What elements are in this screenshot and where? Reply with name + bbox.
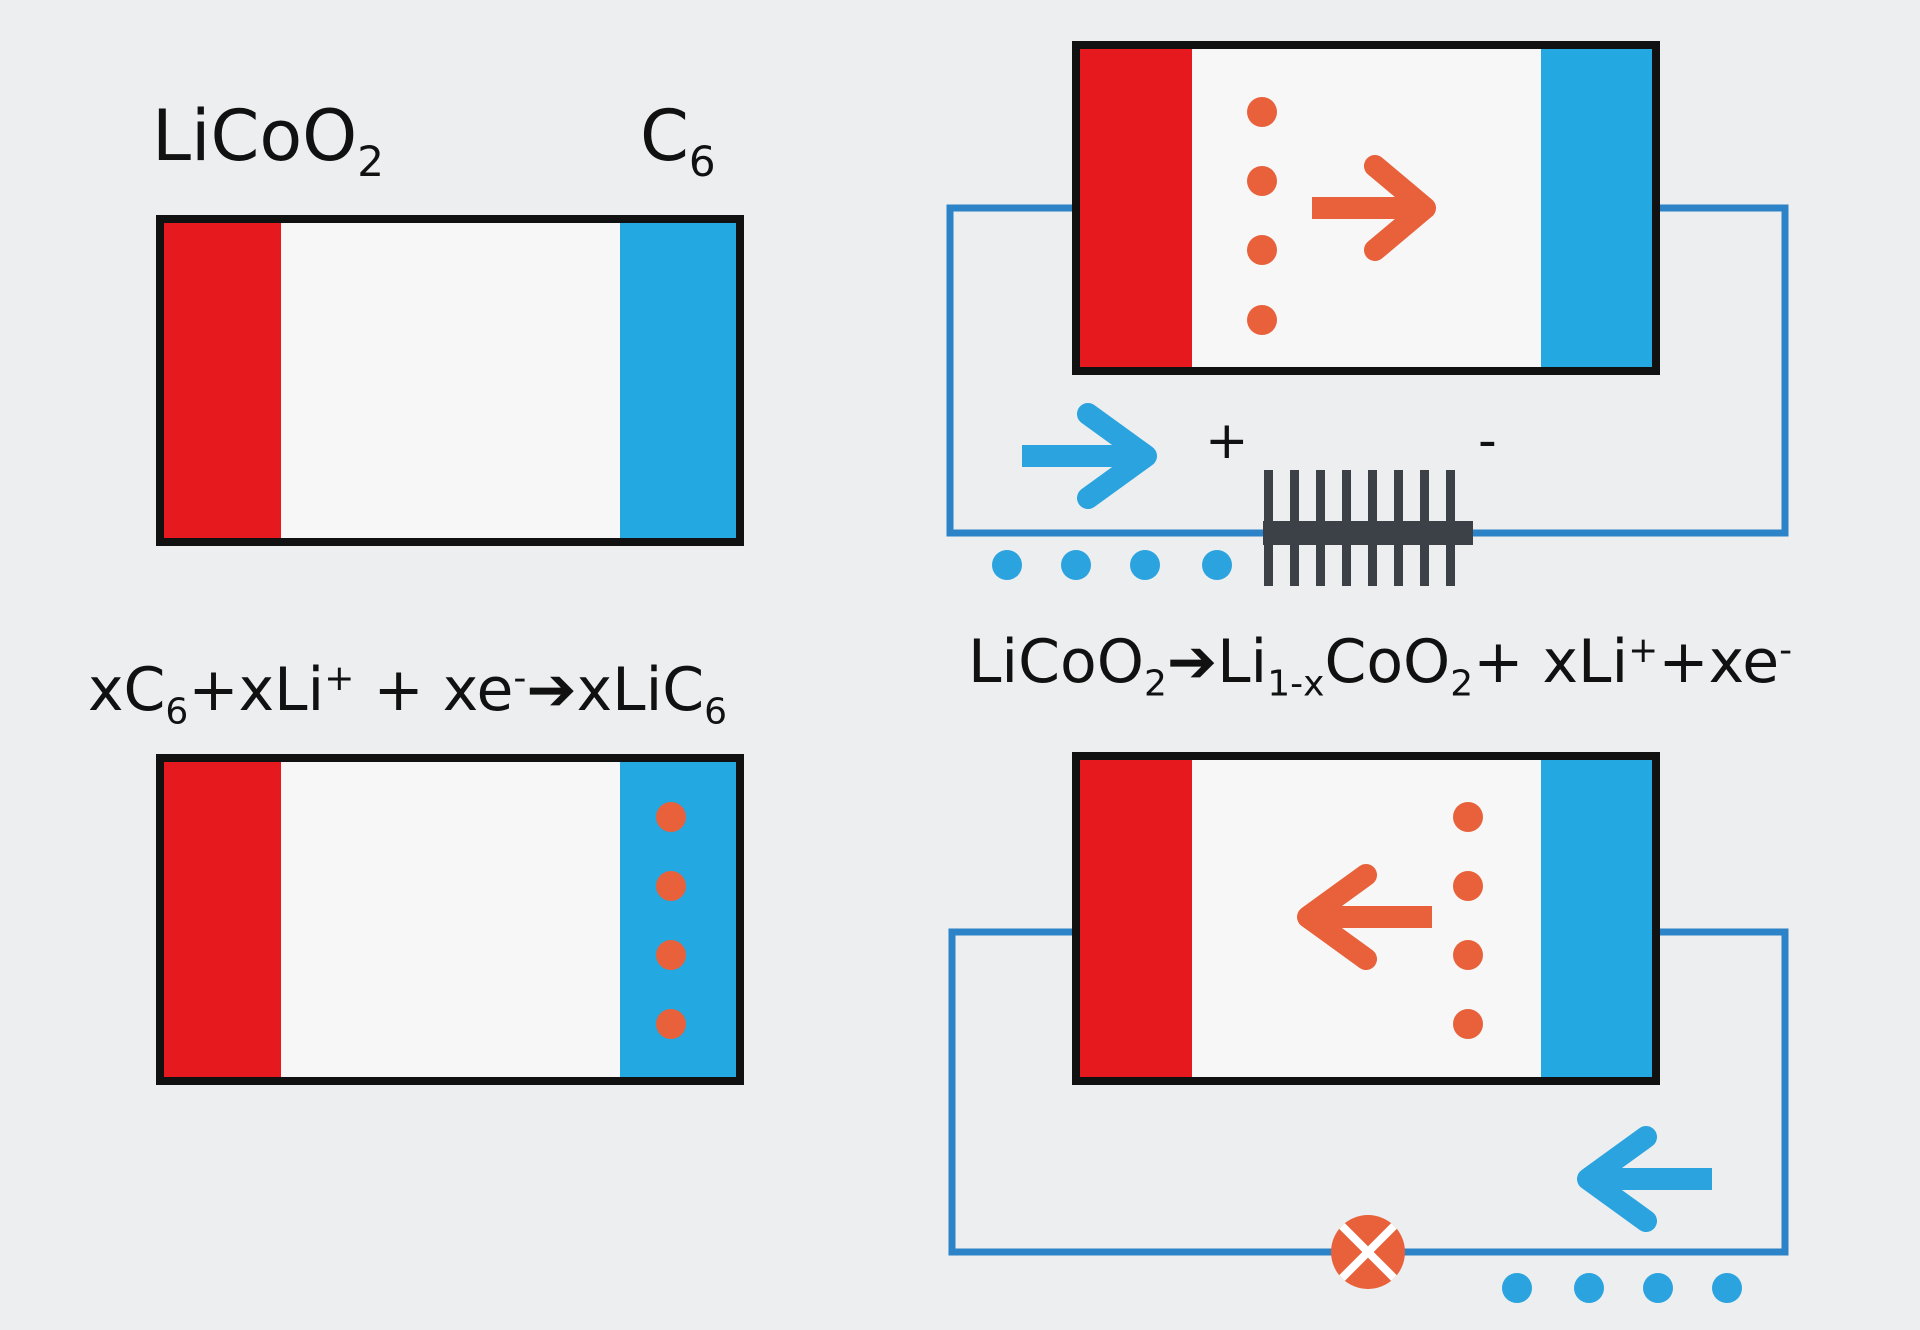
anode-reaction-equation: xC6+xLi+ + xe-➔xLiC6 bbox=[88, 658, 727, 730]
equation-term: x bbox=[88, 655, 124, 725]
equation-superscript: - bbox=[1779, 630, 1793, 672]
cathode-material-label: LiCoO2 bbox=[152, 101, 384, 182]
anode-material-subscript: 6 bbox=[688, 136, 716, 186]
electron-flow-left-arrow-icon bbox=[1577, 1126, 1712, 1232]
anode-material-label: C6 bbox=[640, 101, 716, 182]
lamp-icon bbox=[1331, 1215, 1405, 1289]
equation-superscript: + bbox=[1628, 630, 1659, 672]
electron-dot bbox=[1643, 1273, 1673, 1303]
lithium-ion-dot bbox=[656, 940, 686, 970]
equation-term: +xe bbox=[1658, 627, 1780, 697]
equation-subscript: 2 bbox=[1450, 663, 1474, 705]
lithium-ion-dot bbox=[1453, 940, 1483, 970]
electron-dot bbox=[1130, 550, 1160, 580]
equation-superscript: - bbox=[513, 658, 527, 700]
cathode-electrode bbox=[1080, 760, 1192, 1077]
cathode-electrode bbox=[164, 762, 281, 1077]
lithium-ion-dot bbox=[1247, 97, 1277, 127]
equation-term: + xLi bbox=[1473, 627, 1629, 697]
lithium-ion-dot bbox=[1247, 305, 1277, 335]
cathode-material-base: LiCoO bbox=[152, 95, 358, 177]
electron-dot bbox=[1202, 550, 1232, 580]
cathode-electrode bbox=[1080, 49, 1192, 367]
equation-term: xLiC bbox=[576, 655, 705, 725]
lithium-ion-dot bbox=[1247, 166, 1277, 196]
equation-subscript: 1-x bbox=[1267, 663, 1325, 705]
reaction-arrow-icon: ➔ bbox=[526, 655, 577, 725]
discharge-circuit bbox=[948, 752, 1789, 1303]
equation-term: C bbox=[123, 655, 166, 725]
cell-initial bbox=[156, 215, 744, 546]
lithium-ion-dot bbox=[1453, 802, 1483, 832]
lithium-ion-dot bbox=[1247, 235, 1277, 265]
lithium-ion-dot bbox=[656, 802, 686, 832]
anode-electrode bbox=[620, 223, 736, 538]
electron-dot bbox=[1712, 1273, 1742, 1303]
equation-subscript: 6 bbox=[704, 691, 728, 733]
anode-electrode bbox=[1541, 49, 1652, 367]
anode-electrode bbox=[1541, 760, 1652, 1077]
cathode-reaction-equation: LiCoO2➔Li1-xCoO2+ xLi++xe- bbox=[968, 630, 1793, 702]
equation-term: CoO bbox=[1324, 627, 1451, 697]
equation-term: Li bbox=[1217, 627, 1268, 697]
anode-material-base: C bbox=[640, 95, 689, 177]
equation-term: +xLi bbox=[188, 655, 325, 725]
equation-term: + xe bbox=[354, 655, 514, 725]
equation-subscript: 2 bbox=[1143, 663, 1167, 705]
electron-dot bbox=[1502, 1273, 1532, 1303]
electron-dot bbox=[1574, 1273, 1604, 1303]
ion-flow-left-arrow-icon bbox=[1297, 864, 1432, 970]
cell-charged bbox=[156, 754, 744, 1085]
reaction-arrow-icon: ➔ bbox=[1166, 627, 1218, 697]
equation-term: LiCoO bbox=[968, 627, 1144, 697]
lithium-ion-dot bbox=[1453, 1009, 1483, 1039]
positive-terminal-label: + bbox=[1205, 411, 1249, 471]
electron-dot bbox=[1061, 550, 1091, 580]
equation-subscript: 6 bbox=[165, 691, 189, 733]
equation-superscript: + bbox=[324, 658, 355, 700]
electron-flow-right-arrow-icon bbox=[1022, 403, 1157, 509]
battery-icon bbox=[1263, 470, 1473, 586]
electron-dot bbox=[992, 550, 1022, 580]
cathode-electrode bbox=[164, 223, 281, 538]
charging-circuit bbox=[946, 41, 1789, 586]
negative-terminal-label: - bbox=[1478, 411, 1497, 471]
lithium-ion-dot bbox=[656, 871, 686, 901]
lithium-ion-dot bbox=[656, 1009, 686, 1039]
cathode-material-subscript: 2 bbox=[357, 136, 384, 186]
ion-flow-right-arrow-icon bbox=[1312, 155, 1436, 261]
lithium-ion-dot bbox=[1453, 871, 1483, 901]
